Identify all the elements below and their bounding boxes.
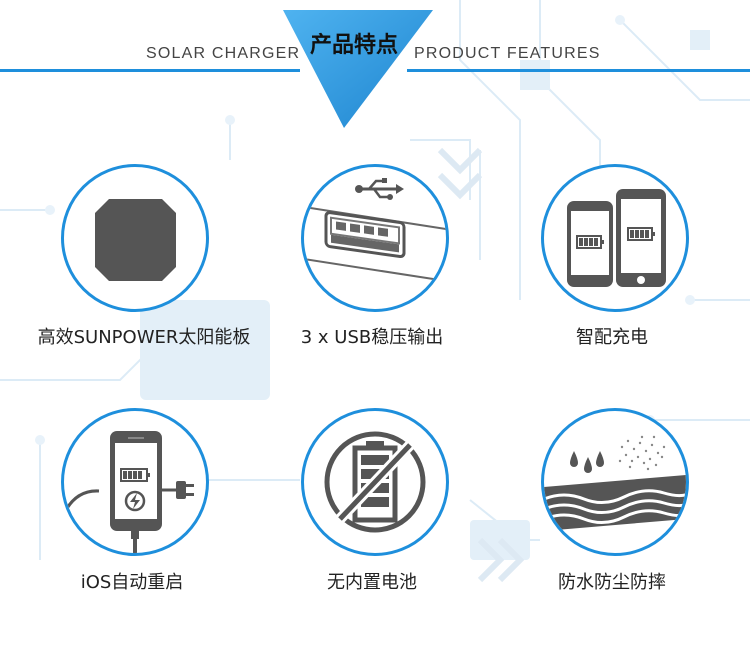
feature-label-ios: iOS自动重启 bbox=[80, 572, 184, 593]
phone-charging-icon bbox=[64, 431, 194, 553]
feature-label-smart: 智配充电 bbox=[576, 327, 648, 348]
feature-label-usb: 3 x USB稳压输出 bbox=[300, 327, 444, 348]
feature-circle-smart bbox=[541, 164, 689, 312]
feature-circle-water bbox=[541, 408, 689, 556]
header-left-text: SOLAR CHARGER bbox=[146, 45, 301, 62]
usb-port-icon bbox=[304, 178, 446, 282]
header-right-line bbox=[407, 69, 750, 72]
feature-circle-battery bbox=[301, 408, 449, 556]
feature-circle-usb bbox=[301, 164, 449, 312]
smartphones-icon bbox=[567, 189, 666, 287]
water-dust-resistant-icon bbox=[544, 435, 686, 531]
solar-panel-icon bbox=[95, 199, 176, 281]
section-title: 产品特点 bbox=[309, 33, 398, 58]
feature-label-water: 防水防尘防摔 bbox=[558, 572, 666, 593]
header-triangle bbox=[283, 10, 433, 128]
no-battery-icon bbox=[324, 431, 426, 533]
header-left-line bbox=[0, 69, 300, 72]
feature-circle-solar bbox=[61, 164, 209, 312]
header-right-text: PRODUCT FEATURES bbox=[414, 45, 601, 62]
feature-circle-ios bbox=[61, 408, 209, 556]
feature-label-battery: 无内置电池 bbox=[327, 572, 417, 593]
feature-label-solar: 高效SUNPOWER太阳能板 bbox=[37, 327, 251, 348]
